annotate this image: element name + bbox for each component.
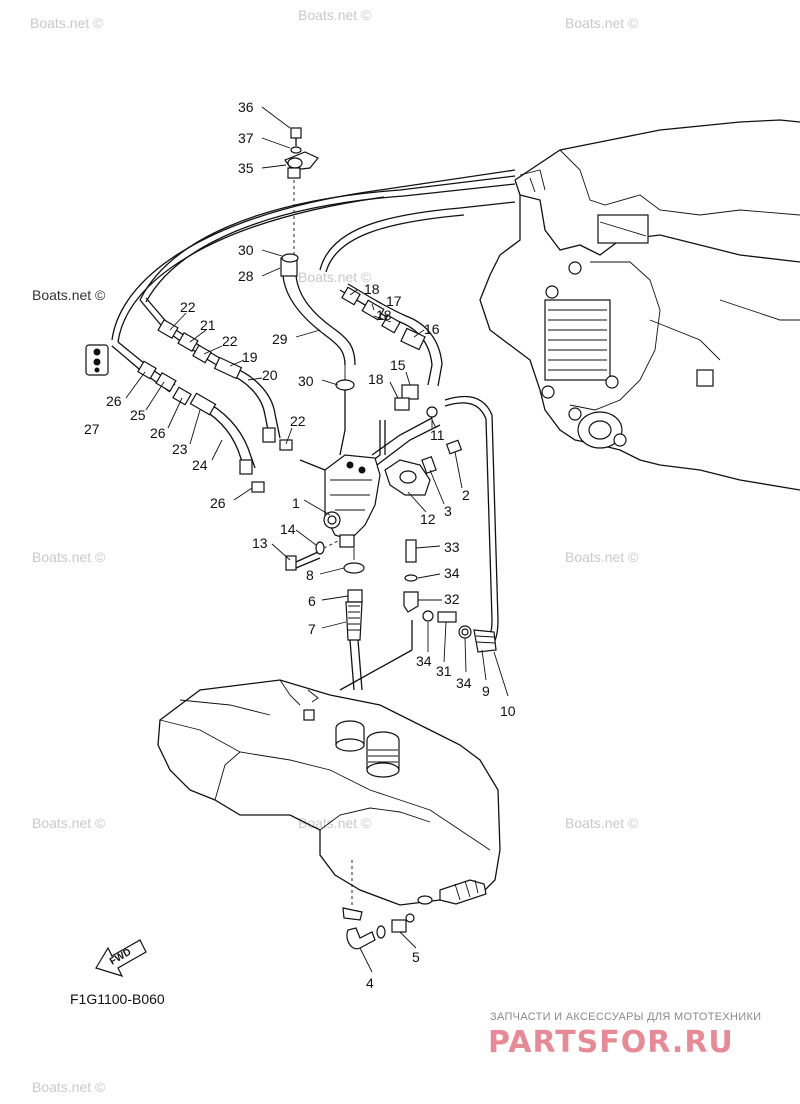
drain-parts-4-5 <box>342 907 415 950</box>
callout: 26 <box>210 495 226 511</box>
callout: 31 <box>436 663 452 679</box>
watermark: Boats.net © <box>298 7 372 23</box>
callout: 4 <box>366 975 374 991</box>
callout: 35 <box>238 160 254 176</box>
callout: 30 <box>298 373 314 389</box>
watermark: Boats.net © <box>565 15 639 31</box>
bolt-13-assembly <box>285 539 341 571</box>
callout: 18 <box>368 371 384 387</box>
leader-lines <box>125 106 509 973</box>
bracket-35-assembly <box>281 127 319 263</box>
hose-29 <box>280 257 356 366</box>
callout: 11 <box>430 427 445 443</box>
callout: 7 <box>308 621 316 637</box>
callout: 2 <box>462 487 470 503</box>
watermark-dark: Boats.net © <box>32 287 106 303</box>
engine-block-drawing <box>479 119 800 491</box>
callout: 15 <box>390 357 406 373</box>
callout: 34 <box>444 565 460 581</box>
watermark: Boats.net © <box>30 15 104 31</box>
callout: 13 <box>252 535 268 551</box>
banner-logo: PARTSFOR.RU <box>488 1025 734 1060</box>
gasket-12-parts <box>384 406 463 496</box>
clamp-30 <box>335 365 355 391</box>
watermark: Boats.net © <box>32 815 106 831</box>
callout: 18 <box>376 307 392 323</box>
callout: 18 <box>364 281 380 297</box>
callout: 3 <box>444 503 452 519</box>
fuel-pump-1 <box>299 380 441 548</box>
watermark: Boats.net © <box>298 815 372 831</box>
callout: 19 <box>242 349 258 365</box>
callout: 28 <box>238 268 254 284</box>
callout: 21 <box>200 317 216 333</box>
callout: 17 <box>386 293 402 309</box>
callout: 14 <box>280 521 296 537</box>
watermark: Boats.net © <box>32 1079 106 1095</box>
fwd-arrow-icon: FWD <box>95 939 147 977</box>
callout: 37 <box>238 130 254 146</box>
watermark: Boats.net © <box>565 815 639 831</box>
fuel-tank <box>157 679 501 906</box>
vent-hoses <box>111 169 516 343</box>
return-hose-10 <box>339 395 499 691</box>
watermark: Boats.net © <box>565 549 639 565</box>
callout: 16 <box>424 321 440 337</box>
callout: 29 <box>272 331 288 347</box>
fittings-31-34 <box>403 539 472 639</box>
callout: 22 <box>222 333 238 349</box>
callout: 5 <box>412 949 420 965</box>
watermark-layer: Boats.net © Boats.net © Boats.net © Boat… <box>30 7 639 1095</box>
watermark: Boats.net © <box>298 269 372 285</box>
callout: 9 <box>482 683 490 699</box>
callout: 22 <box>290 413 306 429</box>
callout: 23 <box>172 441 188 457</box>
callout: 26 <box>150 425 166 441</box>
callout: 30 <box>238 242 254 258</box>
hose-cluster-left <box>111 318 293 493</box>
callout: 24 <box>192 457 208 473</box>
callout: 34 <box>456 675 472 691</box>
callout: 36 <box>238 99 254 115</box>
watermark: Boats.net © <box>32 549 106 565</box>
callout: 26 <box>106 393 122 409</box>
diagram-code: F1G1100-B060 <box>70 991 165 1007</box>
callout: 34 <box>416 653 432 669</box>
hose-6-7 <box>343 548 365 691</box>
hose-cluster-right <box>339 283 443 471</box>
callout: 22 <box>180 299 196 315</box>
callout: 25 <box>130 407 146 423</box>
banner-subtitle: ЗАПЧАСТИ И АКСЕССУАРЫ ДЛЯ МОТОТЕХНИКИ <box>490 1011 761 1023</box>
callout: 20 <box>262 367 278 383</box>
callout: 6 <box>308 593 316 609</box>
callout-numbers: 36 37 35 30 28 18 17 18 16 22 21 22 19 2… <box>84 99 516 991</box>
callout: 1 <box>292 495 300 511</box>
callout: 33 <box>444 539 460 555</box>
callout: 32 <box>444 591 460 607</box>
callout: 10 <box>500 703 516 719</box>
callout: 12 <box>420 511 436 527</box>
clip-27 <box>85 344 109 376</box>
partsfor-banner: ЗАПЧАСТИ И АКСЕССУАРЫ ДЛЯ МОТОТЕХНИКИ PA… <box>488 1011 761 1060</box>
callout: 8 <box>306 567 314 583</box>
callout: 27 <box>84 421 100 437</box>
